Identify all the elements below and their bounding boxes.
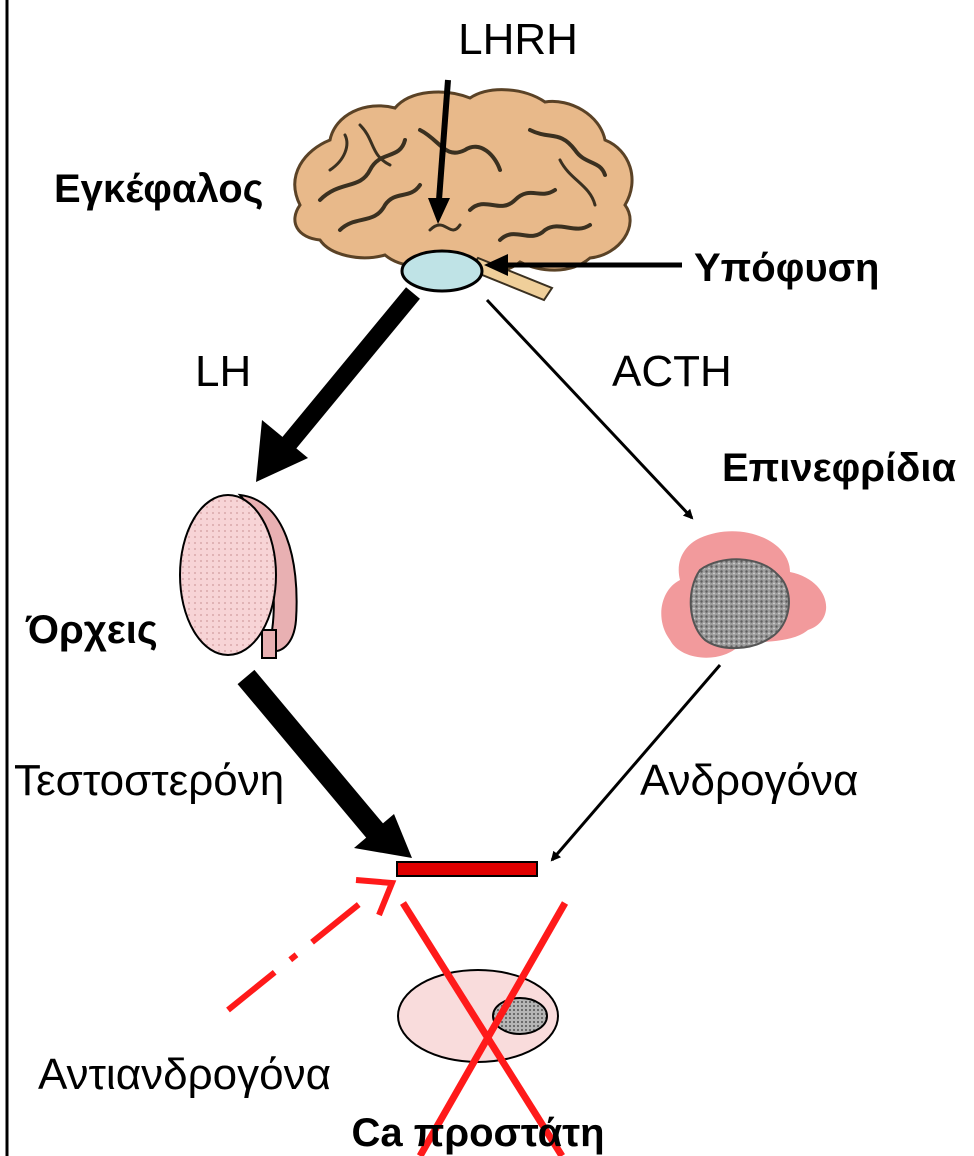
lhrh-label: LHRH xyxy=(458,15,578,64)
testis-illustration xyxy=(180,495,297,658)
adrenal-gland-illustration xyxy=(661,531,826,658)
testis-cord xyxy=(262,630,276,658)
pituitary-label: Υπόφυση xyxy=(694,246,879,290)
brain-label: Εγκέφαλος xyxy=(54,167,263,211)
testes-label: Όρχεις xyxy=(25,608,158,652)
testis-body xyxy=(180,495,276,655)
testosterone-label: Τεστοστερόνη xyxy=(14,756,284,805)
adrenals-label: Επινεφρίδια xyxy=(722,446,956,490)
lh-label: LH xyxy=(195,347,251,396)
androgens-label: Ανδρογόνα xyxy=(640,756,858,805)
brain-illustration xyxy=(295,90,632,273)
pituitary-body xyxy=(402,251,482,291)
acth-arrow xyxy=(487,300,692,518)
acth-label: ACTH xyxy=(612,347,732,396)
antiandrogens-label: Αντιανδρογόνα xyxy=(38,1050,331,1099)
prostate-ca-label: Ca προστάτη xyxy=(351,1111,604,1155)
adrenal-medulla xyxy=(691,559,789,648)
androgen-receptor-bar xyxy=(397,862,537,876)
antiandrogen-arrow xyxy=(228,880,392,1010)
brain-shape xyxy=(295,90,632,273)
lh-arrow xyxy=(256,293,413,482)
